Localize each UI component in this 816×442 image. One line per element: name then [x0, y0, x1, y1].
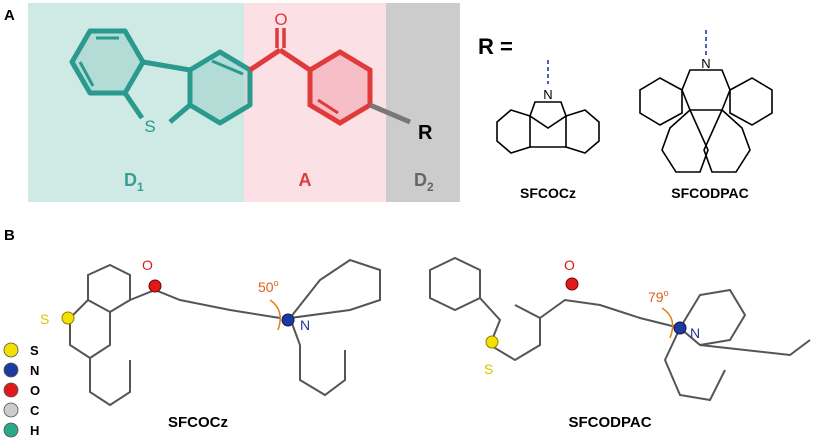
acridine-structure: [639, 30, 773, 173]
panel-a: A S O R D1 A: [4, 3, 773, 202]
legend-label-n: N: [30, 363, 39, 378]
legend-swatch-h: [3, 422, 19, 438]
atom-o-label: O: [274, 10, 287, 29]
region-d2-box: [386, 3, 460, 202]
mol2-o-atom: [565, 277, 579, 291]
mol1-o-label: O: [142, 257, 153, 273]
mol2-n-atom: [673, 321, 687, 335]
name-sfcodpac-a: SFCODPAC: [671, 185, 749, 201]
mol1-s-label: S: [40, 311, 49, 327]
panel-b-label: B: [4, 227, 15, 244]
name-sfcocz-b: SFCOCz: [168, 414, 228, 431]
mol1-o-atom: [148, 279, 162, 293]
legend-swatch-c: [3, 402, 19, 418]
region-d2-label: D2: [414, 170, 434, 194]
r-equals-label: R =: [478, 34, 513, 59]
r-bond: [369, 102, 411, 125]
crystal-structure-sfcodpac: [429, 256, 811, 402]
carbazole-structure: [496, 60, 600, 154]
legend-label-s: S: [30, 343, 39, 358]
legend-swatch-o: [3, 382, 19, 398]
legend-label-c: C: [30, 403, 40, 418]
mol2-o-label: O: [564, 257, 575, 273]
legend-label-h: H: [30, 423, 39, 438]
acceptor-phenyl-ring: [307, 49, 373, 126]
region-d1-box: [28, 3, 244, 202]
legend-swatch-n: [3, 362, 19, 378]
mol2-n-label: N: [690, 325, 700, 341]
panel-b: B S O N 50o SFCOCz S: [3, 227, 811, 438]
name-sfcocz-a: SFCOCz: [520, 185, 576, 201]
legend-swatch-s: [3, 342, 19, 358]
mol1-n-atom: [281, 313, 295, 327]
carbazole-n-label: N: [543, 87, 552, 102]
mol2-angle-arc: [661, 307, 674, 339]
mol2-angle-label: 79o: [648, 288, 669, 305]
acridine-n-label: N: [701, 56, 710, 71]
panel-a-label: A: [4, 7, 15, 24]
atom-s-label: S: [144, 117, 155, 136]
crystal-structure-sfcocz: [69, 258, 381, 407]
acceptor-double-bond: [317, 98, 339, 115]
mol1-n-label: N: [300, 317, 310, 333]
mol2-s-label: S: [484, 361, 493, 377]
mol1-angle-label: 50o: [258, 278, 279, 295]
carbonyl-group: [248, 28, 312, 73]
region-a-box: [244, 3, 386, 202]
atom-r-label: R: [418, 122, 433, 144]
legend-label-o: O: [30, 383, 40, 398]
region-d1-label: D1: [124, 170, 144, 194]
name-sfcodpac-b: SFCODPAC: [568, 414, 651, 431]
region-a-label: A: [299, 170, 312, 190]
mol1-angle-arc: [269, 299, 281, 331]
mol1-s-atom: [61, 311, 75, 325]
mol2-s-atom: [485, 335, 499, 349]
